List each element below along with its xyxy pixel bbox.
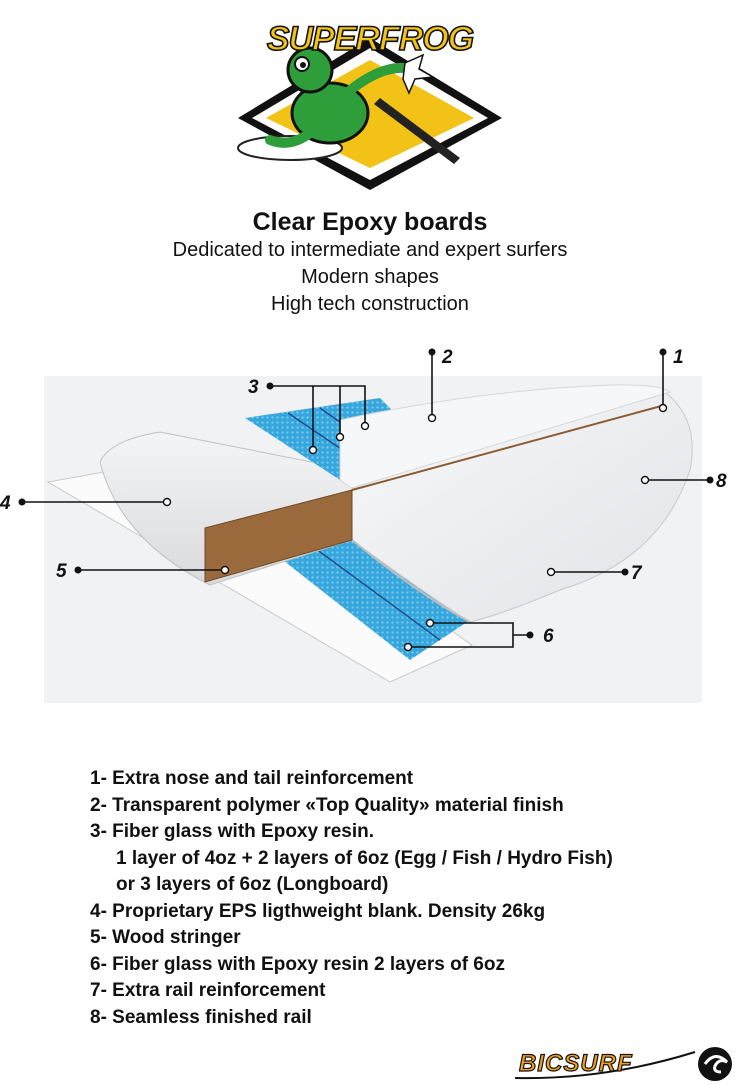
legend-item: 8- Seamless finished rail — [90, 1006, 312, 1028]
superfrog-logo: SUPERFROG — [237, 19, 502, 190]
callout-leaders — [22, 353, 710, 648]
bicsurf-logo: BICSURF — [515, 1047, 732, 1081]
heading-block: Clear Epoxy boards Dedicated to intermed… — [0, 207, 740, 318]
legend-item: 1- Extra nose and tail reinforcement — [90, 768, 414, 789]
frog-body — [290, 81, 370, 145]
legend-item-continuation: 1 layer of 4oz + 2 layers of 6oz (Egg / … — [116, 847, 613, 869]
stringer-top-line — [351, 404, 666, 491]
eps-blank-nose — [351, 391, 693, 623]
callout-label-8: 8 — [716, 471, 727, 492]
rail-edge — [351, 539, 471, 623]
legend-item: 7- Extra rail reinforcement — [90, 980, 326, 1001]
page-title: Clear Epoxy boards — [252, 208, 488, 236]
legend-item: 5- Wood stringer — [90, 927, 241, 948]
callout-dots — [18, 348, 714, 639]
legend-item-continuation: or 3 layers of 6oz (Longboard) — [116, 874, 389, 895]
subtitle-line: Dedicated to intermediate and expert sur… — [172, 239, 568, 261]
callout-target-rings — [162, 403, 668, 652]
board-construction-diagram: 1 2 3 4 5 6 7 8 — [0, 347, 727, 703]
logo-wordmark: SUPERFROG — [267, 20, 474, 58]
callout-label-2: 2 — [441, 347, 453, 368]
callout-label-3: 3 — [248, 377, 259, 398]
legend-item: 2- Transparent polymer «Top Quality» mat… — [90, 794, 564, 816]
callout-label-7: 7 — [631, 563, 643, 584]
board-top-surface — [339, 384, 672, 489]
callout-label-6: 6 — [543, 626, 554, 647]
frog-arm — [343, 62, 410, 97]
subtitle-line: High tech construction — [271, 293, 469, 315]
frog-leg — [265, 128, 315, 148]
subtitle-line: Modern shapes — [301, 266, 439, 288]
logo-paddle — [374, 98, 460, 164]
construction-legend: 1- Extra nose and tail reinforcement 2- … — [90, 766, 730, 1031]
bottom-fiberglass-layer — [270, 540, 470, 660]
legend-item: 3- Fiber glass with Epoxy resin. — [90, 821, 375, 842]
callout-label-5: 5 — [56, 561, 67, 582]
legend-item: 6- Fiber glass with Epoxy resin 2 layers… — [90, 953, 505, 975]
callout-label-4: 4 — [0, 493, 11, 514]
wood-stringer — [204, 489, 353, 583]
legend-item: 4- Proprietary EPS ligthweight blank. De… — [90, 900, 546, 922]
callout-label-1: 1 — [673, 347, 684, 368]
bicsurf-wordmark: BICSURF — [519, 1050, 633, 1077]
